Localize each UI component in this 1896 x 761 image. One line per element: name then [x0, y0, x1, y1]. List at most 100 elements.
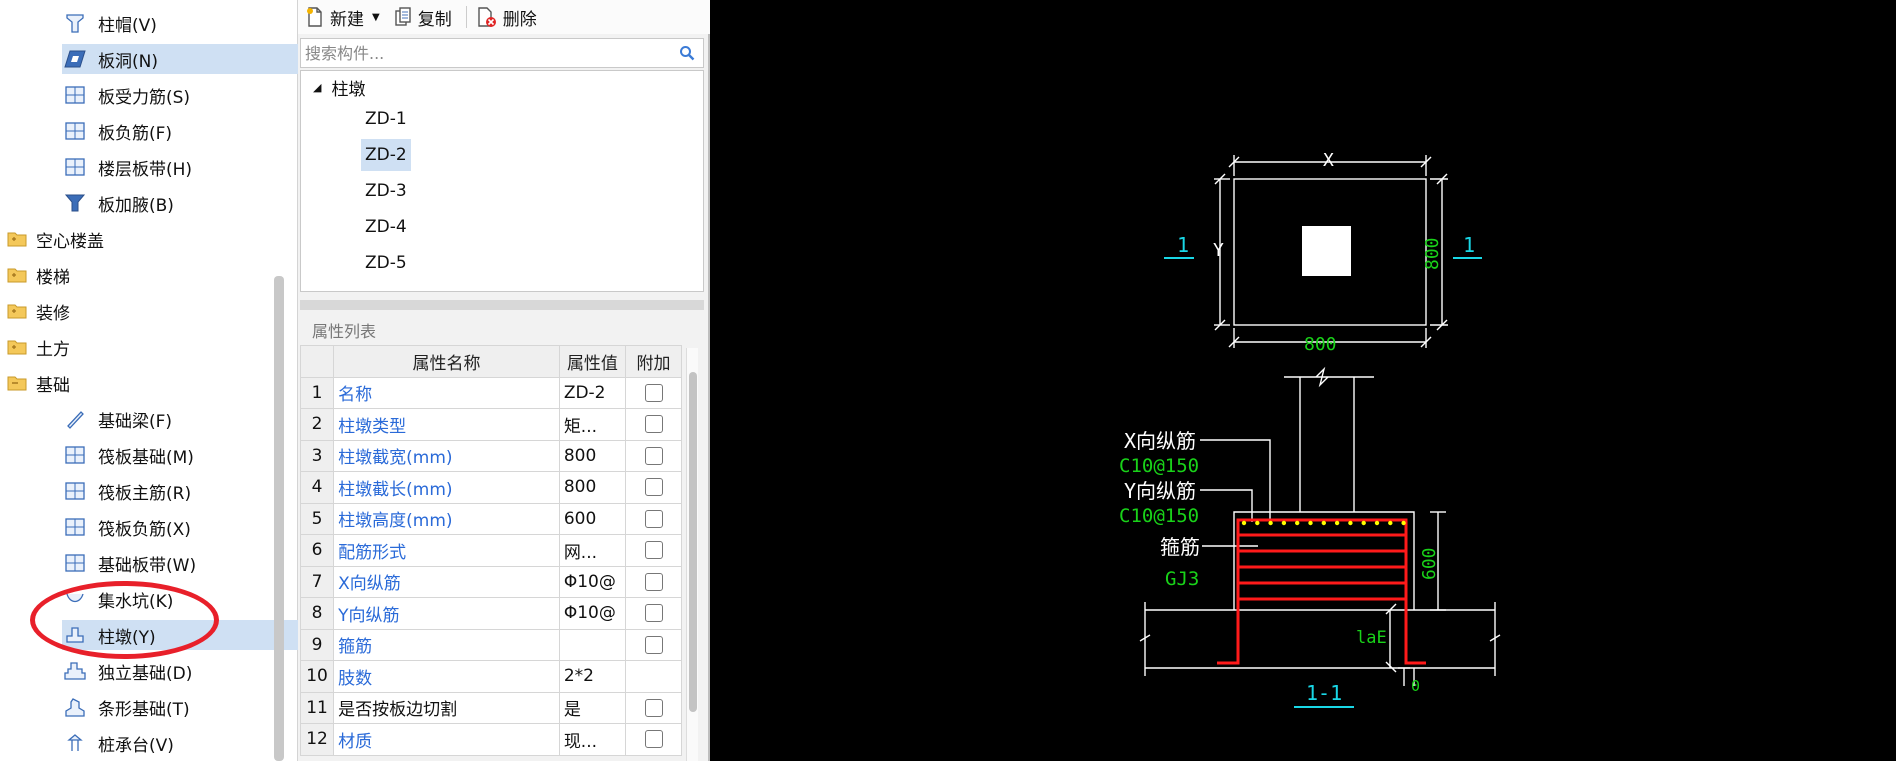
search-icon[interactable]: [679, 45, 695, 61]
tree-item-foundation-slab-band[interactable]: 基础板带(W): [62, 548, 196, 578]
tree-item-pile-cap[interactable]: 桩承台(V): [62, 728, 174, 758]
tree-item-slab-negative-rebar[interactable]: 板负筋(F): [62, 116, 172, 146]
tree-scrollbar[interactable]: [274, 276, 284, 761]
property-extra-checkbox[interactable]: [644, 604, 663, 623]
copy-button[interactable]: 复制: [394, 5, 452, 30]
pile-cap-icon: [62, 731, 88, 755]
new-button[interactable]: 新建 ▼: [306, 5, 380, 30]
section-mark-right: 1: [1463, 233, 1475, 257]
tree-item-slab-stress-rebar[interactable]: 板受力筋(S): [62, 80, 190, 110]
rebar-dot: [1308, 520, 1313, 526]
column-section-fill: [1302, 226, 1351, 276]
property-extra-checkbox[interactable]: [644, 478, 663, 497]
tree-item-foundation-beam[interactable]: 基础梁(F): [62, 404, 172, 434]
property-value[interactable]: 是: [558, 691, 627, 724]
cad-drawing-canvas[interactable]: X Y 800 800 1 1: [710, 0, 1896, 761]
property-extra-checkbox[interactable]: [644, 509, 663, 528]
search-input[interactable]: [305, 43, 665, 63]
component-group-row[interactable]: ◢ 柱墩: [313, 71, 365, 103]
section-view: [1139, 366, 1501, 686]
property-extra-cell: [625, 408, 682, 441]
property-extra-checkbox[interactable]: [644, 730, 663, 749]
tree-folder-stairs[interactable]: 楼梯: [6, 260, 70, 290]
property-extra-checkbox[interactable]: [644, 446, 663, 465]
slab-haunch-icon: [62, 191, 88, 215]
component-panel: 新建 ▼ 复制 删除 ◢ 柱墩 ZD-1ZD-2ZD-3ZD-4ZD-5: [298, 0, 710, 761]
tree-item-floor-slab-band[interactable]: 楼层板带(H): [62, 152, 192, 182]
tree-item-column-cap[interactable]: 柱帽(V): [62, 8, 157, 38]
properties-header-value[interactable]: 属性值: [558, 345, 627, 378]
property-extra-checkbox[interactable]: [644, 383, 663, 402]
tree-item-strip-footing[interactable]: 条形基础(T): [62, 692, 190, 722]
column-pier-drawing: X Y 800 800 1 1: [1119, 150, 1501, 708]
tree-item-foundation-slab-band-label: 基础板带(W): [98, 555, 197, 576]
property-name: 肢数: [333, 660, 560, 693]
component-list-item[interactable]: ZD-1: [365, 109, 407, 129]
properties-scrollbar-thumb[interactable]: [689, 372, 697, 712]
tree-folder-foundation-label: 基础: [36, 375, 70, 396]
properties-splitter[interactable]: [300, 300, 704, 310]
property-value[interactable]: 现...: [558, 723, 627, 756]
property-extra-checkbox[interactable]: [644, 635, 663, 654]
properties-scrollbar[interactable]: [686, 348, 698, 761]
tree-item-slab-hole[interactable]: 板洞(N): [62, 44, 330, 74]
delete-button[interactable]: 删除: [477, 5, 537, 30]
tree-item-isolated-footing[interactable]: 独立基础(D): [62, 656, 192, 686]
property-value[interactable]: 800: [558, 439, 627, 472]
rebar-dot: [1255, 520, 1260, 526]
component-group-label: 柱墩: [331, 79, 366, 100]
property-extra-checkbox[interactable]: [644, 572, 663, 591]
folder-icon: [6, 227, 28, 251]
property-value[interactable]: 2*2: [558, 660, 627, 693]
property-value[interactable]: Φ10@: [558, 597, 627, 630]
tree-item-raft-foundation[interactable]: 筏板基础(M): [62, 440, 194, 470]
property-value[interactable]: 800: [558, 471, 627, 504]
property-extra-checkbox[interactable]: [644, 415, 663, 434]
component-list-item[interactable]: ZD-2: [361, 139, 411, 171]
properties-header-extra[interactable]: 附加: [625, 345, 682, 378]
collapse-triangle-icon[interactable]: ◢: [313, 80, 322, 94]
tree-folder-hollow-floor[interactable]: 空心楼盖: [6, 224, 104, 254]
rebar-dot: [1374, 520, 1380, 526]
tree-item-raft-negative-rebar[interactable]: 筏板负筋(X): [62, 512, 191, 542]
property-value[interactable]: [558, 628, 627, 661]
component-list-item[interactable]: ZD-3: [365, 181, 407, 201]
tree-item-raft-main-rebar[interactable]: 筏板主筋(R): [62, 476, 191, 506]
property-extra-cell: [625, 439, 682, 472]
property-value[interactable]: ZD-2: [558, 376, 627, 409]
tree-folder-foundation[interactable]: 基础: [6, 368, 70, 398]
component-list-item[interactable]: ZD-5: [365, 253, 407, 273]
property-extra-cell: [625, 376, 682, 409]
property-extra-checkbox[interactable]: [644, 698, 663, 717]
property-extra-cell: [625, 502, 682, 535]
plan-view: [1214, 155, 1448, 348]
tree-folder-decoration[interactable]: 装修: [6, 296, 70, 326]
component-list-item[interactable]: ZD-4: [365, 217, 407, 237]
property-value[interactable]: 600: [558, 502, 627, 535]
new-dropdown-chevron-icon[interactable]: ▼: [372, 11, 380, 23]
tree-item-slab-haunch[interactable]: 板加腋(B): [62, 188, 174, 218]
properties-header-name[interactable]: 属性名称: [333, 345, 560, 378]
property-name: 箍筋: [333, 628, 560, 661]
property-value[interactable]: 网...: [558, 534, 627, 567]
tree-folder-earthwork[interactable]: 土方: [6, 332, 70, 362]
property-row-number: 8: [299, 597, 335, 630]
property-extra-checkbox[interactable]: [644, 541, 663, 560]
property-value[interactable]: 矩...: [558, 408, 627, 441]
tree-folder-earthwork-label: 土方: [36, 339, 70, 360]
property-value[interactable]: Φ10@: [558, 565, 627, 598]
